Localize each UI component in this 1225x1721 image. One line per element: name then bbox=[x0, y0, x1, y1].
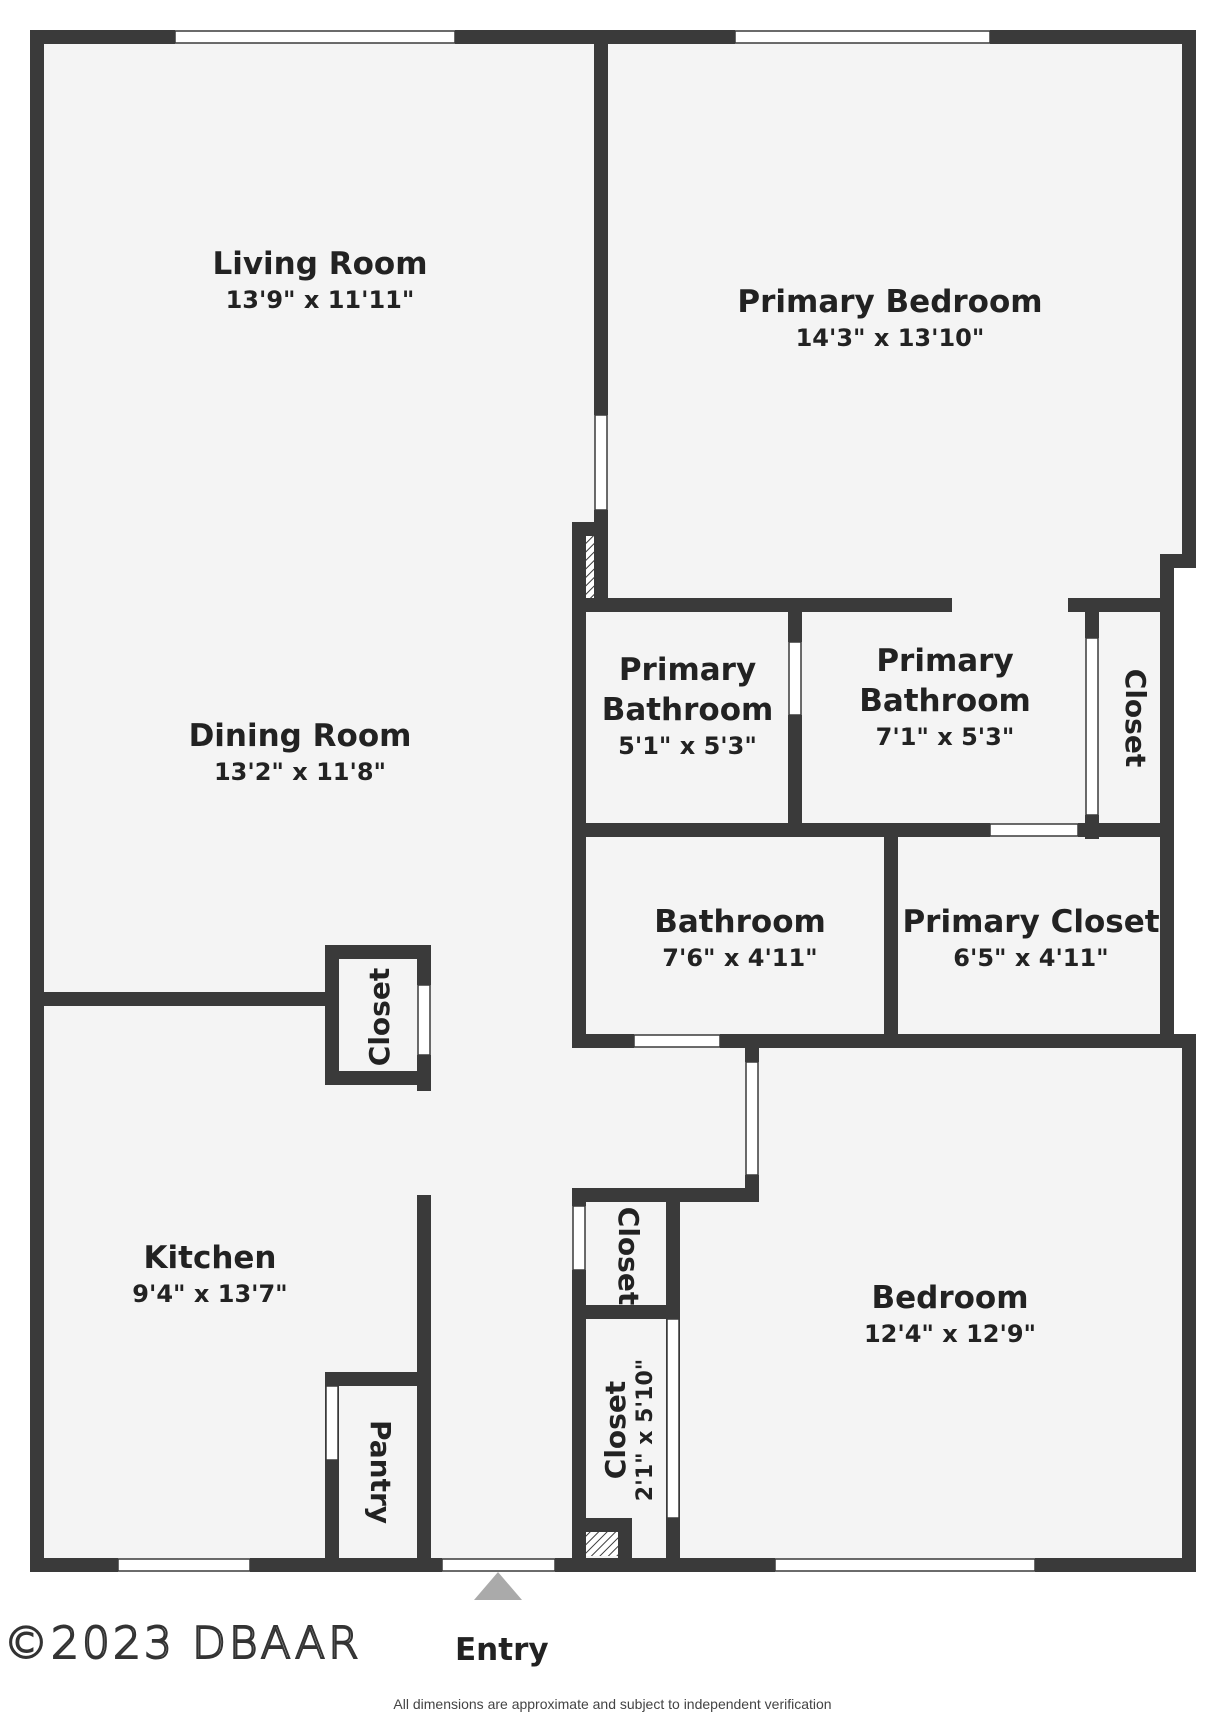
dining-closet-label: Closet bbox=[363, 967, 396, 1067]
living-room-label: Living Room 13'9" x 11'11" bbox=[170, 244, 470, 316]
room-dimensions: 14'3" x 13'10" bbox=[795, 324, 985, 352]
kitchen-label: Kitchen 9'4" x 13'7" bbox=[90, 1238, 330, 1310]
room-name: Living Room bbox=[212, 246, 428, 282]
door-openings bbox=[325, 414, 1099, 1519]
primary-bedroom-label: Primary Bedroom 14'3" x 13'10" bbox=[730, 282, 1050, 354]
room-dimensions: 6'5" x 4'11" bbox=[953, 944, 1109, 972]
room-name: Closet bbox=[1119, 668, 1152, 768]
bedroom-label: Bedroom 12'4" x 12'9" bbox=[820, 1278, 1080, 1350]
bedroom-floor bbox=[680, 1052, 1180, 1558]
room-name-line2: Bathroom bbox=[601, 692, 774, 728]
room-name: Dining Room bbox=[188, 718, 412, 754]
copyright-watermark: ©2023 DBAAR bbox=[3, 1617, 362, 1670]
dining-room-label: Dining Room 13'2" x 11'8" bbox=[150, 716, 450, 788]
primary-bathroom-2-label: Primary Bathroom 7'1" x 5'3" bbox=[815, 641, 1075, 753]
room-name: Pantry bbox=[364, 1419, 397, 1525]
room-name: Closet bbox=[599, 1380, 632, 1480]
structural-column bbox=[586, 536, 594, 598]
room-dimensions: 7'1" x 5'3" bbox=[875, 723, 1015, 751]
primary-bathroom-label: Primary Bathroom 5'1" x 5'3" bbox=[590, 650, 785, 762]
room-name: Primary Closet bbox=[902, 904, 1160, 940]
room-dimensions: 13'2" x 11'8" bbox=[213, 758, 387, 786]
windows bbox=[117, 30, 1036, 1572]
room-name-line2: Bathroom bbox=[859, 683, 1031, 719]
room-dimensions: 12'4" x 12'9" bbox=[863, 1320, 1037, 1348]
bathroom-label: Bathroom 7'6" x 4'11" bbox=[600, 902, 880, 974]
pantry-label: Pantry bbox=[364, 1419, 397, 1525]
room-dimensions: 5'1" x 5'3" bbox=[618, 732, 757, 760]
room-dimensions: 13'9" x 11'11" bbox=[225, 286, 415, 314]
entry-arrow bbox=[474, 1572, 522, 1600]
room-name-line1: Primary bbox=[876, 643, 1014, 679]
room-name-line1: Primary bbox=[618, 652, 757, 688]
room-dimensions: 9'4" x 13'7" bbox=[132, 1280, 288, 1308]
hall-closet-label: Closet bbox=[612, 1206, 645, 1306]
entry-label: Entry bbox=[455, 1632, 549, 1668]
room-name: Closet bbox=[612, 1206, 645, 1306]
primary-closet-label: Primary Closet 6'5" x 4'11" bbox=[900, 902, 1162, 974]
room-name: Bedroom bbox=[871, 1280, 1029, 1316]
room-dimensions: 2'1" x 5'10" bbox=[633, 1358, 658, 1502]
primary-closet-small-label: Closet bbox=[1119, 668, 1152, 768]
structural-column bbox=[586, 1532, 618, 1556]
bedroom-closet-label: Closet 2'1" x 5'10" bbox=[599, 1358, 660, 1502]
room-name: Kitchen bbox=[143, 1240, 277, 1276]
room-name: Bathroom bbox=[654, 904, 826, 940]
disclaimer-text: All dimensions are approximate and subje… bbox=[393, 1696, 832, 1712]
room-dimensions: 7'6" x 4'11" bbox=[662, 944, 818, 972]
room-name: Closet bbox=[363, 967, 396, 1067]
room-name: Primary Bedroom bbox=[737, 284, 1043, 320]
